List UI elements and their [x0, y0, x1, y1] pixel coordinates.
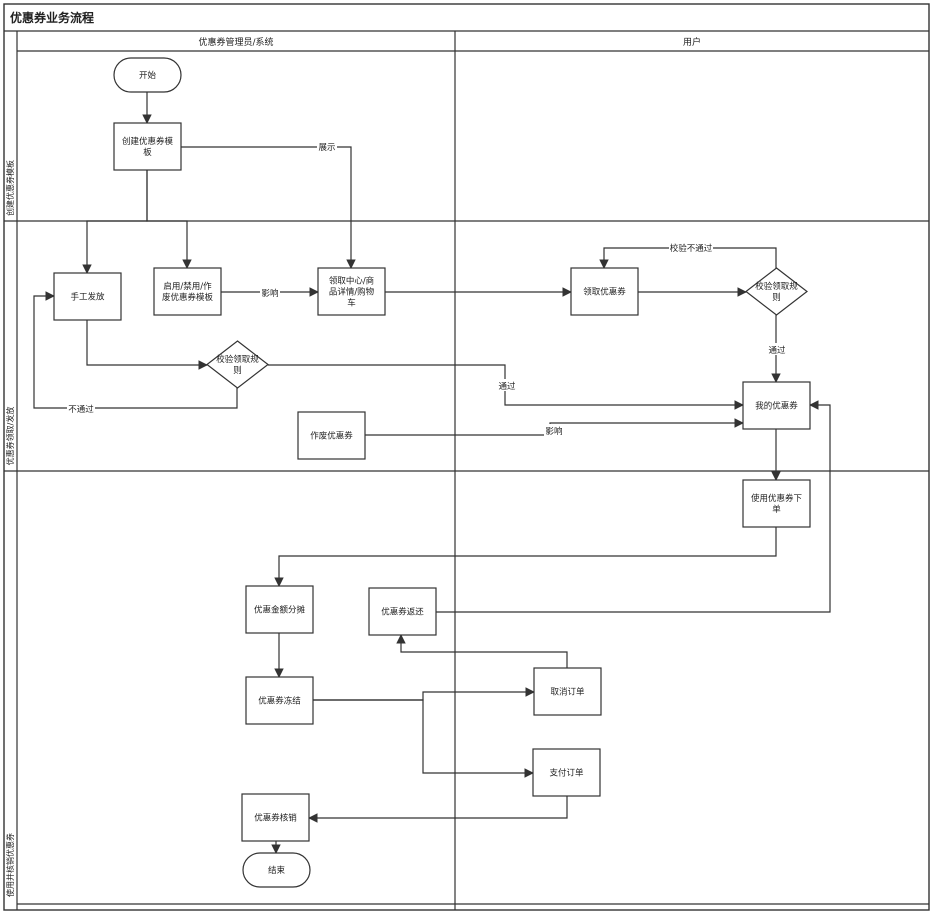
node-label: 则: [233, 365, 242, 376]
edge-label-background: [497, 379, 517, 391]
edge-freeze-coupon-to-cancel-order: [313, 687, 535, 701]
node-label: 车: [347, 298, 356, 309]
node-cancel-order: 取消订单: [533, 667, 602, 716]
node-label: 废优惠券模板: [162, 292, 214, 303]
edge-create-template-to-claim-center: [181, 146, 356, 269]
process-box: [570, 267, 639, 316]
node-label: 作废优惠券: [310, 431, 353, 442]
node-label: 领取中心/商: [329, 276, 374, 287]
process-box: [368, 587, 437, 636]
node-label: 则: [772, 292, 781, 303]
edge-label: 通过: [498, 381, 516, 392]
node-return-coupon: 优惠券返还: [368, 587, 437, 636]
edge-pay-order-to-write-off: [308, 796, 568, 823]
node-create-template: 创建优惠券模板: [113, 122, 182, 171]
node-label: 我的优惠券: [755, 401, 798, 412]
node-label: 优惠券返还: [381, 607, 424, 618]
process-box: [742, 381, 811, 430]
edge-label-background: [260, 286, 280, 298]
process-box: [297, 411, 366, 460]
phase-label-claim-issue: 优惠券领取/发放: [5, 407, 15, 466]
edge-label-background: [317, 140, 337, 152]
node-label: 手工发放: [70, 292, 105, 303]
decision-diamond: [745, 267, 808, 316]
diagram-title: 优惠券业务流程: [10, 10, 94, 25]
node-label: 校验领取规: [216, 354, 259, 365]
node-label: 板: [143, 147, 152, 158]
node-start: 开始: [113, 57, 182, 93]
node-label: 领取优惠券: [583, 287, 626, 298]
edges-layer: [33, 92, 831, 854]
process-box: [245, 676, 314, 725]
process-box: [317, 267, 386, 316]
node-void-coupon: 作废优惠券: [297, 411, 366, 460]
process-box: [241, 793, 310, 842]
node-end: 结束: [242, 852, 311, 888]
edge-return-coupon-to-my-coupons: [436, 400, 831, 613]
node-label: 校验领取规: [755, 281, 798, 292]
edge-create-template-to-toggle-template: [146, 170, 192, 269]
process-box: [533, 667, 602, 716]
edge-label: 通过: [768, 345, 786, 356]
edge-label-background: [669, 241, 713, 253]
node-my-coupons: 我的优惠券: [742, 381, 811, 430]
node-label: 支付订单: [549, 768, 584, 779]
process-box: [53, 272, 122, 321]
edge-cancel-order-to-return-coupon: [396, 634, 568, 668]
node-pay-order: 支付订单: [532, 748, 601, 797]
node-freeze-coupon: 优惠券冻结: [245, 676, 314, 725]
node-label: 取消订单: [550, 687, 585, 698]
node-label: 开始: [139, 70, 157, 81]
edge-verify-rule-admin-to-manual-issue: [33, 291, 238, 409]
node-claim-coupon: 领取优惠券: [570, 267, 639, 316]
node-label: 优惠券冻结: [258, 696, 301, 707]
edge-use-coupon-order-to-split-amount: [274, 527, 777, 587]
edge-label: 影响: [261, 288, 278, 299]
edge-freeze-coupon-to-pay-order: [313, 699, 534, 778]
node-label: 创建优惠券模: [122, 136, 174, 147]
edge-create-template-to-manual-issue: [82, 170, 148, 274]
edge-label-background: [67, 402, 95, 414]
process-box: [113, 122, 182, 171]
node-label: 品详情/购物: [329, 287, 375, 298]
edge-label: 不通过: [68, 404, 94, 415]
phase-label-create-template: 创建优惠券模板: [5, 160, 15, 216]
node-label: 单: [772, 504, 781, 515]
terminal-shape: [242, 852, 311, 888]
nodes-layer: 开始创建优惠券模板手工发放启用/禁用/作废优惠券模板领取中心/商品详情/购物车领…: [53, 57, 811, 888]
edge-label: 影响: [545, 426, 562, 437]
process-box: [742, 479, 811, 528]
column-header-admin: 优惠券管理员/系统: [198, 36, 273, 48]
edge-label: 校验不通过: [670, 243, 713, 254]
edge-manual-issue-to-verify-rule-admin: [86, 320, 208, 370]
node-split-amount: 优惠金额分摊: [245, 585, 314, 634]
column-header-user: 用户: [683, 36, 701, 48]
process-box: [245, 585, 314, 634]
edge-label: 展示: [318, 143, 335, 153]
phase-label-use-writeoff: 使用并核销优惠券: [5, 833, 15, 897]
edge-label-background: [767, 343, 787, 355]
edge-label-background: [544, 424, 564, 436]
node-label: 优惠金额分摊: [254, 605, 306, 616]
decision-diamond: [206, 340, 269, 389]
node-manual-issue: 手工发放: [53, 272, 122, 321]
process-box: [532, 748, 601, 797]
node-label: 启用/禁用/作: [163, 281, 212, 292]
node-label: 结束: [268, 865, 286, 876]
process-box: [153, 267, 222, 316]
node-write-off: 优惠券核销: [241, 793, 310, 842]
node-label: 使用优惠券下: [751, 493, 803, 504]
node-label: 优惠券核销: [254, 813, 297, 824]
terminal-shape: [113, 57, 182, 93]
